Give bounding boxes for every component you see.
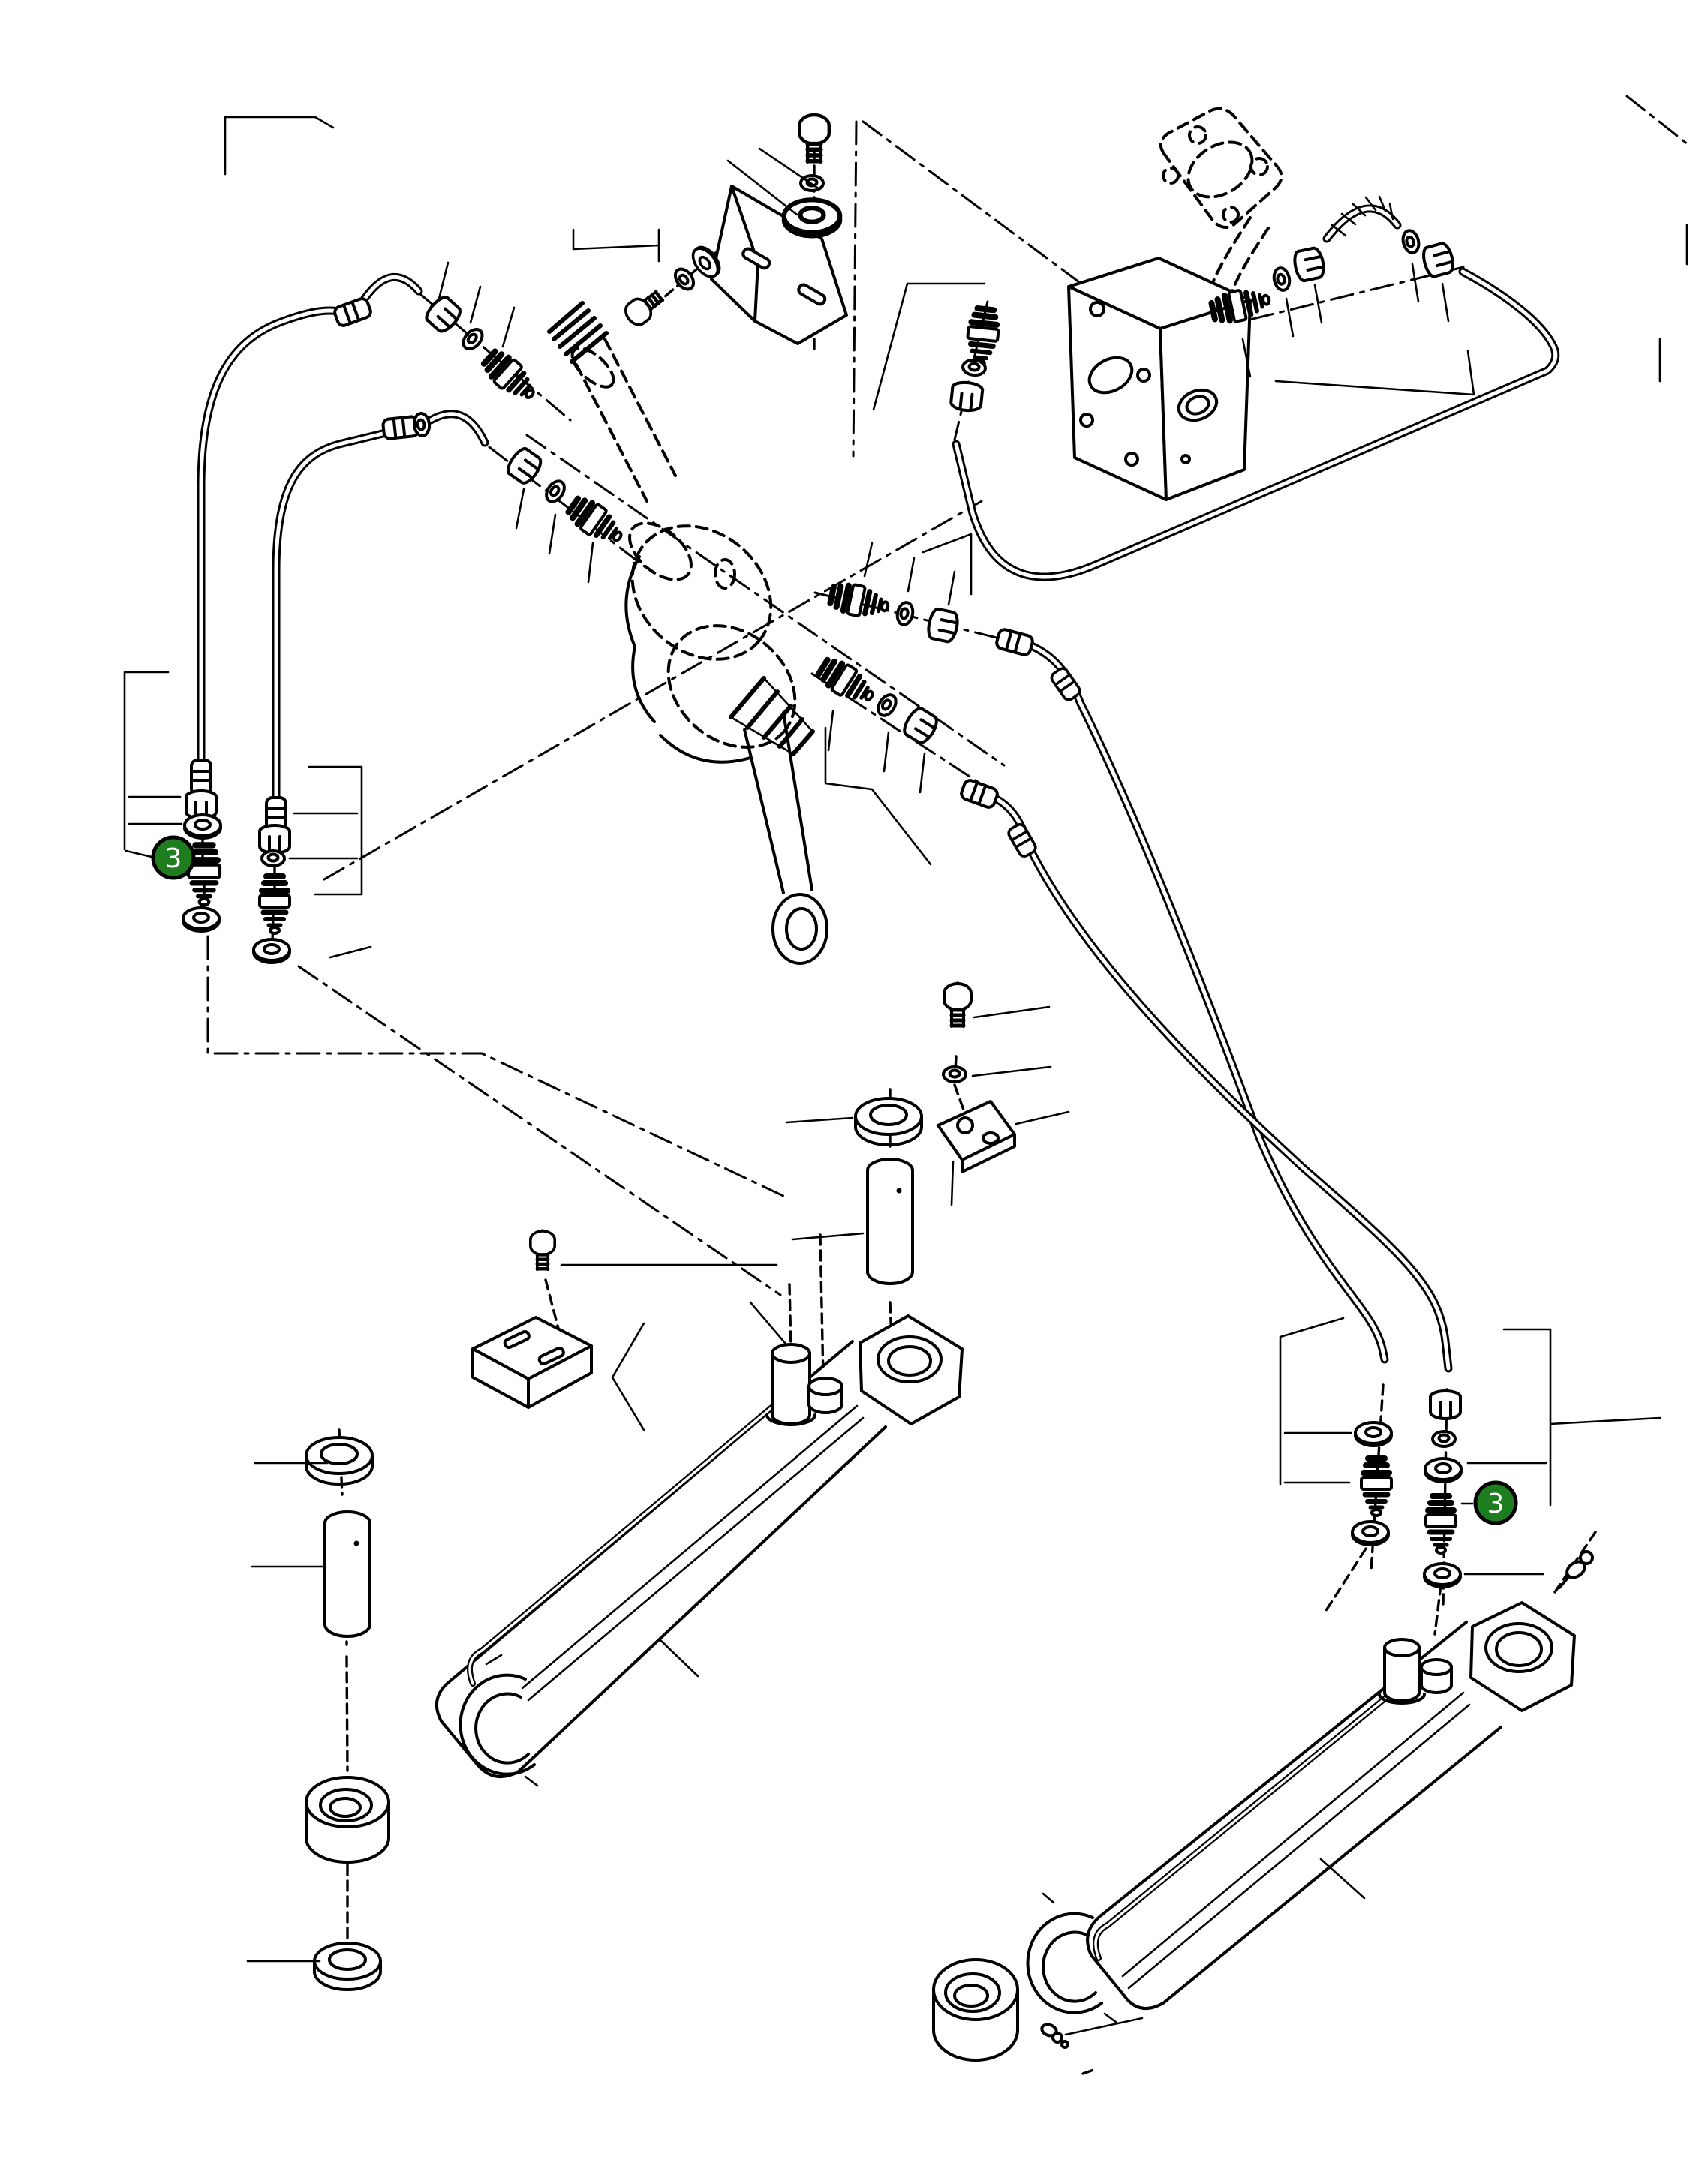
spring-guard-ridges	[1331, 195, 1394, 237]
callout-label: 3	[1487, 1489, 1505, 1519]
sector-shaft	[729, 676, 815, 756]
callout-marker-3-right[interactable]: 3	[1473, 1480, 1518, 1525]
fitting-chains	[331, 292, 1084, 860]
bracket-small-bolt-chain	[621, 241, 726, 329]
construction-lines	[200, 95, 1693, 2075]
flange-pipe	[1202, 216, 1270, 317]
right-stack-b	[1423, 1389, 1463, 1588]
valve-block-assembly	[1067, 107, 1457, 501]
left-cylinder-rod-gland	[459, 1654, 539, 1787]
right-cylinder-ports	[1378, 1638, 1453, 1705]
grease-zerk	[1040, 2023, 1069, 2049]
left-cylinder-ports	[765, 1343, 843, 1426]
callout-circle[interactable]	[1473, 1480, 1518, 1525]
leader-lines	[123, 116, 1661, 2036]
right-steering-cylinder	[932, 1550, 1594, 2062]
right-cylinder-barrel	[1086, 1621, 1502, 2010]
flange-gasket	[1159, 107, 1283, 229]
hose-right-upper	[1007, 635, 1389, 1364]
mounting-bracket-assembly	[621, 115, 848, 345]
pitman-arm	[743, 711, 828, 965]
right-cylinder-ball-bushing	[932, 1958, 1019, 2062]
left-steering-cylinder	[305, 1231, 964, 1991]
right-cylinder-head	[1469, 1601, 1576, 1712]
right-stack-a	[1351, 1421, 1391, 1546]
right-cylinder-rod-gland	[1026, 1892, 1118, 2024]
left-cylinder-head	[859, 1314, 964, 1425]
bracket-bolt	[799, 115, 829, 162]
l-bracket	[710, 185, 848, 345]
callout-marker-3-left[interactable]: 3	[151, 835, 196, 880]
callout-label: 3	[165, 843, 182, 874]
callout-circle[interactable]	[151, 835, 196, 880]
left-stack-b	[252, 796, 290, 964]
lock-plate	[937, 1100, 1016, 1173]
clamp-plate	[471, 1316, 593, 1409]
valve-block	[1067, 257, 1252, 501]
steering-valve	[547, 301, 828, 965]
center-pivot-parts	[854, 984, 1016, 1285]
hose-left-lower	[272, 428, 393, 818]
grease-fitting	[1558, 1550, 1594, 1589]
